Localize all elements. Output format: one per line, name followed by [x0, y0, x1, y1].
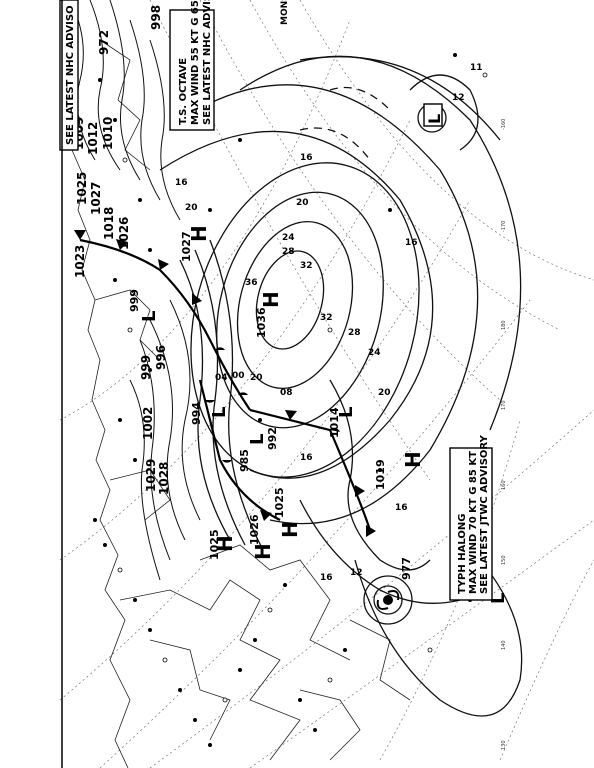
svg-text:24: 24 — [282, 233, 295, 243]
svg-text:1028: 1028 — [157, 462, 171, 495]
svg-text:32: 32 — [300, 261, 313, 271]
advisory-halong-line1: TYPH HALONG — [457, 514, 468, 594]
svg-text:00: 00 — [232, 371, 245, 381]
advisory-top-partial: SEE LATEST NHC ADVISO — [59, 0, 79, 151]
typhoon-symbol — [376, 590, 400, 610]
svg-text:1027: 1027 — [89, 182, 103, 215]
isobar-labels: 1009 1012 1025 1027 1018 1023 1026 1028 … — [72, 5, 251, 495]
coastlines — [64, 0, 411, 768]
svg-text:12: 12 — [452, 93, 465, 103]
low-center-977: L — [488, 593, 509, 604]
low-value-1014: 1014 — [328, 407, 341, 438]
low-center-east: L — [425, 114, 444, 124]
high-center-1036: H — [259, 291, 283, 308]
high-center-1019: H — [401, 451, 425, 468]
advisory-octave-line3: SEE LATEST NHC ADVISORY — [202, 0, 213, 125]
svg-text:16: 16 — [395, 503, 408, 513]
svg-text:04: 04 — [215, 373, 228, 383]
advisory-halong-line2: MAX WIND 70 KT G 85 KT — [468, 451, 479, 594]
advisory-halong-box — [449, 447, 493, 601]
low-center-992: L — [247, 434, 268, 445]
svg-text:1012: 1012 — [86, 122, 100, 155]
svg-text:160: 160 — [501, 480, 507, 490]
svg-text:-160: -160 — [501, 119, 507, 130]
low-center-999: L — [139, 311, 160, 322]
svg-text:16: 16 — [320, 573, 333, 583]
high-center-1025-b: H — [278, 521, 302, 538]
svg-text:1023: 1023 — [73, 245, 87, 278]
low-box-east — [423, 103, 443, 127]
svg-text:972: 972 — [97, 30, 111, 55]
contour-numbers: 16 20 24 28 32 36 32 28 24 20 16 16 16 1… — [175, 63, 483, 583]
svg-text:1002: 1002 — [141, 407, 155, 440]
svg-text:20: 20 — [250, 373, 263, 383]
svg-text:12: 12 — [350, 568, 363, 578]
svg-text:16: 16 — [300, 453, 313, 463]
svg-text:140: 140 — [501, 640, 507, 650]
low-value-999: 999 — [128, 289, 141, 312]
high-value-1026: 1026 — [248, 514, 261, 545]
high-center-1025-a: H — [213, 535, 237, 552]
svg-text:11: 11 — [470, 63, 483, 73]
advisory-octave-line2: MAX WIND 55 KT G 65 — [190, 0, 201, 125]
svg-text:20: 20 — [378, 388, 391, 398]
high-value-1019: 1019 — [374, 459, 387, 490]
high-center-1027: H — [187, 225, 211, 242]
svg-text:28: 28 — [282, 247, 295, 257]
longitude-labels: -160 -170 180 170 160 150 140 130 — [501, 119, 507, 750]
svg-text:1025: 1025 — [75, 172, 89, 205]
svg-text:16: 16 — [405, 238, 418, 248]
high-center-1026: H — [251, 543, 275, 560]
svg-text:08: 08 — [280, 388, 293, 398]
advisory-halong-line3: SEE LATEST JTWC ADVISORY — [479, 434, 490, 594]
svg-text:998: 998 — [149, 5, 163, 30]
low-center-994: L — [209, 407, 230, 418]
fronts — [74, 230, 376, 537]
svg-text:16: 16 — [175, 178, 188, 188]
station-plots — [93, 53, 488, 747]
advisory-octave-line1: T.S. OCTAVE — [178, 58, 189, 125]
svg-text:32: 32 — [320, 313, 333, 323]
svg-text:1010: 1010 — [101, 117, 115, 150]
high-value-1036: 1036 — [255, 307, 268, 338]
svg-text:130: 130 — [501, 740, 507, 750]
svg-text:-170: -170 — [501, 221, 507, 232]
svg-text:24: 24 — [368, 348, 381, 358]
advisory-octave: T.S. OCTAVE MAX WIND 55 KT G 65 SEE LATE… — [169, 0, 215, 131]
advisory-halong: TYPH HALONG MAX WIND 70 KT G 85 KT SEE L… — [449, 434, 493, 601]
advisory-octave-box — [169, 9, 215, 131]
high-value-1025-b: 1025 — [273, 487, 286, 518]
isobars — [69, 0, 523, 717]
advisory-top-right-partial: MONS TR — [280, 0, 290, 25]
low-center-1014: L — [336, 407, 357, 418]
svg-text:996: 996 — [154, 345, 168, 370]
advisory-top-right-text: MONS TR — [280, 0, 290, 25]
svg-text:16: 16 — [300, 153, 313, 163]
advisory-top-box — [59, 0, 79, 151]
svg-text:36: 36 — [245, 278, 258, 288]
svg-text:28: 28 — [348, 328, 361, 338]
svg-text:1029: 1029 — [144, 459, 158, 492]
svg-text:150: 150 — [501, 555, 507, 565]
high-value-1025-a: 1025 — [208, 529, 221, 560]
svg-text:1026: 1026 — [117, 217, 131, 250]
svg-text:180: 180 — [501, 320, 507, 330]
svg-text:20: 20 — [296, 198, 309, 208]
svg-text:20: 20 — [185, 203, 198, 213]
low-value-977: 977 — [400, 557, 413, 580]
advisory-top-text: SEE LATEST NHC ADVISO — [65, 5, 76, 145]
svg-text:985: 985 — [238, 449, 251, 472]
low-value-992: 992 — [266, 427, 279, 450]
svg-text:1018: 1018 — [102, 207, 116, 240]
low-value-994: 994 — [190, 402, 203, 425]
svg-text:170: 170 — [501, 400, 507, 410]
high-value-1027: 1027 — [180, 231, 193, 262]
pressure-centers: H 1036 H 1027 H 1025 H 1026 H 1025 H 101… — [128, 103, 509, 604]
svg-text:999: 999 — [139, 355, 153, 380]
